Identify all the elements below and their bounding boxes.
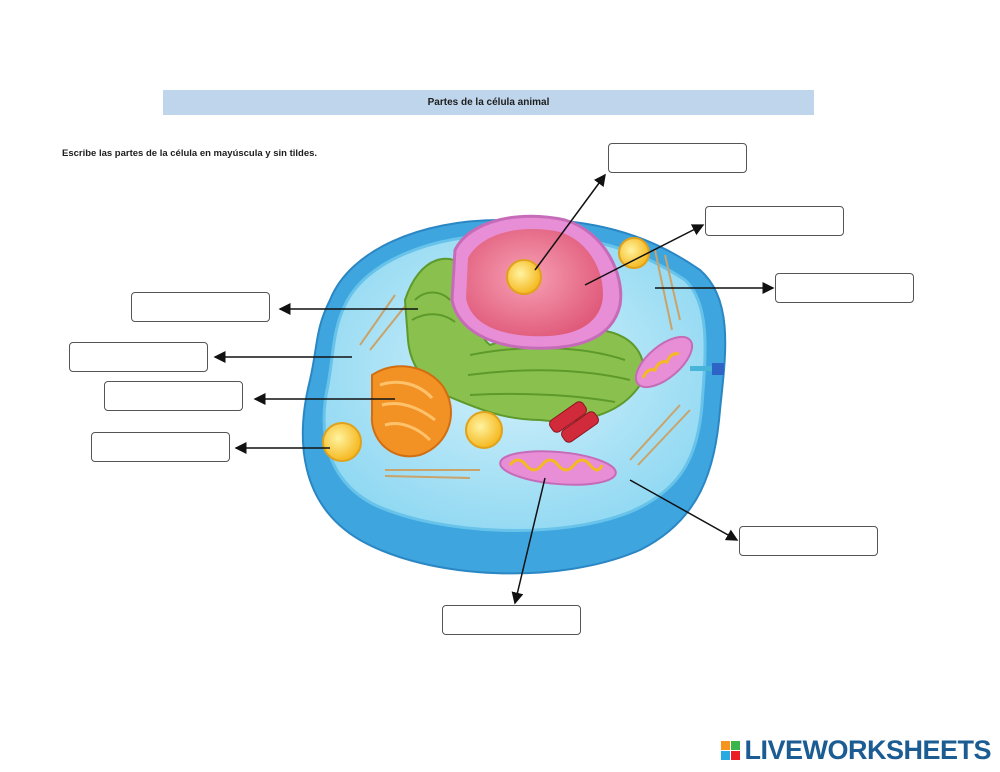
liveworksheets-logo: LIVEWORKSHEETS xyxy=(721,735,991,766)
answer-box-endoplasmic-reticulum[interactable] xyxy=(131,292,270,322)
marker-bar xyxy=(690,366,716,371)
answer-box-mitochondrion[interactable] xyxy=(442,605,581,635)
nucleolus xyxy=(506,259,542,295)
worksheet-title: Partes de la célula animal xyxy=(163,90,814,115)
logo-mark-icon xyxy=(721,741,741,760)
nucleus xyxy=(450,214,623,350)
answer-box-nucleolus[interactable] xyxy=(608,143,747,173)
answer-box-membrane[interactable] xyxy=(69,342,208,372)
golgi-apparatus xyxy=(370,365,452,458)
pointer-lines xyxy=(213,173,775,605)
marker-square xyxy=(712,363,724,375)
answer-box-golgi[interactable] xyxy=(104,381,243,411)
lysosomes xyxy=(322,237,650,462)
worksheet-title-text: Partes de la célula animal xyxy=(427,97,550,108)
centrioles xyxy=(549,401,599,443)
logo-text: LIVEWORKSHEETS xyxy=(744,735,991,765)
mitochondria xyxy=(499,335,694,486)
answer-box-nucleus[interactable] xyxy=(705,206,844,236)
worksheet-instructions: Escribe las partes de la célula en mayús… xyxy=(62,148,318,159)
answer-box-vesicle[interactable] xyxy=(91,432,230,462)
answer-box-cytoplasm[interactable] xyxy=(775,273,914,303)
answer-box-cell-membrane[interactable] xyxy=(739,526,878,556)
